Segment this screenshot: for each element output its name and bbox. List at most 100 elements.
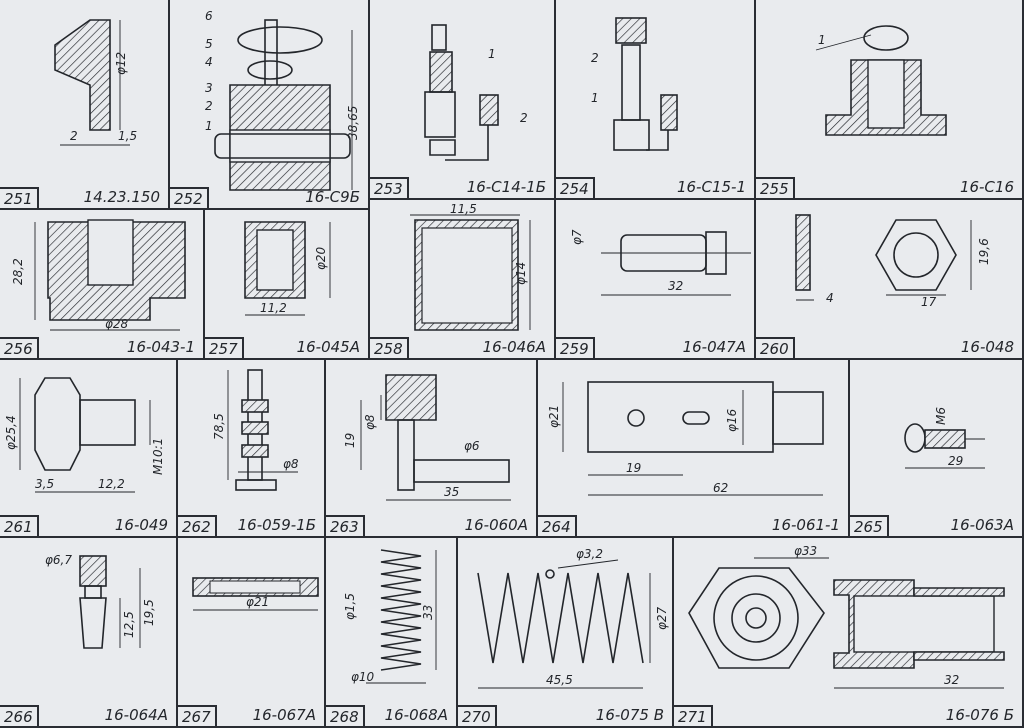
part-code: 16-С16 [959, 178, 1014, 196]
callout-1: 1 [818, 33, 826, 47]
cell-259: φ7 32 259 16-047А [556, 200, 756, 360]
dim-text: 3,5 [35, 477, 54, 491]
figure-number: 264 [538, 515, 577, 536]
callout-5: 5 [205, 37, 213, 51]
dim-text: 38,65 [346, 106, 360, 140]
cell-266: φ6,7 12,5 19,5 266 16-064А [0, 538, 178, 728]
callout-1: 1 [488, 47, 496, 61]
cell-252: 38,65 6 5 4 3 2 1 252 16-С9Б [170, 0, 370, 210]
dim-text: φ21 [547, 405, 561, 428]
part-code: 16-С9Б [305, 188, 360, 206]
cell-256: 28,2 φ28 256 16-043-1 [0, 210, 205, 360]
part-code: 16-048 [960, 338, 1014, 356]
dim-text: φ8 [283, 457, 299, 471]
part-code: 16-060А [464, 516, 528, 534]
figure-number: 257 [205, 337, 244, 358]
dim-text: 11,2 [260, 301, 287, 315]
part-code: 14.23.150 [83, 188, 160, 206]
dim-text: 19 [343, 433, 357, 448]
cell-261: φ25,4 3,5 12,2 M10:1 261 16-049 [0, 360, 178, 538]
cell-255: 1 255 16-С16 [756, 0, 1024, 200]
dim-text: 4 [826, 291, 834, 305]
dim-text: 45,5 [546, 673, 573, 687]
callout-1: 1 [591, 91, 599, 105]
cell-263: 19 φ8 φ6 35 263 16-060А [326, 360, 538, 538]
figure-number: 254 [556, 177, 595, 198]
figure-number: 262 [178, 515, 217, 536]
part-code: 16-076 Б [945, 706, 1014, 724]
figure-number: 263 [326, 515, 365, 536]
figure-number: 259 [556, 337, 595, 358]
dim-text: 78,5 [212, 413, 226, 440]
part-code: 16-046А [482, 338, 546, 356]
part-code: 16-068А [384, 706, 448, 724]
dim-text: 12,5 [122, 611, 136, 638]
dim-text: 12,2 [98, 477, 125, 491]
figure-number: 255 [756, 177, 795, 198]
dim-text: 62 [713, 481, 728, 495]
dim-text: φ12 [114, 52, 128, 75]
cell-262: 78,5 φ8 262 16-059-1Б [178, 360, 326, 538]
dim-text: 28,2 [11, 258, 25, 285]
part-code: 16-045А [296, 338, 360, 356]
cell-257: φ20 11,2 257 16-045А [205, 210, 370, 360]
dim-text: 17 [921, 295, 937, 309]
dim-text: 19,6 [977, 238, 991, 265]
cell-258: 11,5 φ14 258 16-046А [370, 200, 556, 360]
cell-271: φ33 32 271 16-076 Б [674, 538, 1024, 728]
dim-text: φ21 [246, 595, 269, 609]
callout-2: 2 [591, 51, 599, 65]
part-code: 16-С14-1Б [466, 178, 546, 196]
dim-text: φ28 [105, 317, 129, 331]
cell-251: φ12 2 1,5 251 14.23.150 [0, 0, 170, 210]
figure-number: 256 [0, 337, 39, 358]
dim-text: φ16 [725, 408, 739, 432]
figure-number: 267 [178, 705, 217, 726]
part-code: 16-067А [252, 706, 316, 724]
figure-number: 258 [370, 337, 409, 358]
dim-text: 1,5 [118, 129, 137, 143]
dim-text: φ6 [464, 439, 480, 453]
figure-number: 251 [0, 187, 39, 208]
figure-number: 271 [674, 705, 713, 726]
figure-number: 253 [370, 177, 409, 198]
figure-number: 252 [170, 187, 209, 208]
dim-text: φ1,5 [343, 593, 357, 620]
dim-text: 2 [70, 129, 78, 143]
dim-text: 32 [944, 673, 959, 687]
dim-text: 19,5 [142, 599, 156, 626]
cell-270: φ3,2 φ27 45,5 270 16-075 В [458, 538, 674, 728]
dim-text: M10:1 [151, 438, 165, 475]
cell-254: 2 1 254 16-С15-1 [556, 0, 756, 200]
dim-text: φ27 [655, 606, 669, 630]
dim-text: φ8 [363, 414, 377, 430]
callout-6: 6 [205, 9, 213, 23]
dim-text: φ10 [351, 670, 375, 684]
dim-text: φ33 [794, 544, 817, 558]
dim-text: φ6,7 [45, 553, 72, 567]
dim-text: 11,5 [450, 202, 477, 216]
cell-253: 1 2 253 16-С14-1Б [370, 0, 556, 200]
part-code: 16-С15-1 [676, 178, 746, 196]
part-code: 16-064А [104, 706, 168, 724]
dim-text: φ3,2 [576, 547, 603, 561]
dim-text: M6 [934, 407, 948, 425]
callout-4: 4 [205, 55, 213, 69]
figure-number: 268 [326, 705, 365, 726]
figure-number: 270 [458, 705, 497, 726]
part-code: 16-063А [950, 516, 1014, 534]
part-code: 16-061-1 [771, 516, 840, 534]
part-code: 16-049 [114, 516, 168, 534]
dim-text: φ20 [314, 246, 328, 270]
dim-text: φ14 [514, 262, 528, 285]
cell-267: φ21 267 16-067А [178, 538, 326, 728]
cell-265: M6 29 265 16-063А [850, 360, 1024, 538]
cell-260: 4 19,6 17 260 16-048 [756, 200, 1024, 360]
dim-text: φ25,4 [4, 415, 18, 450]
callout-1: 1 [205, 119, 213, 133]
part-code: 16-043-1 [126, 338, 195, 356]
dim-text: φ7 [570, 229, 584, 245]
cell-264: φ21 φ16 19 62 264 16-061-1 [538, 360, 850, 538]
callout-3: 3 [205, 81, 213, 95]
